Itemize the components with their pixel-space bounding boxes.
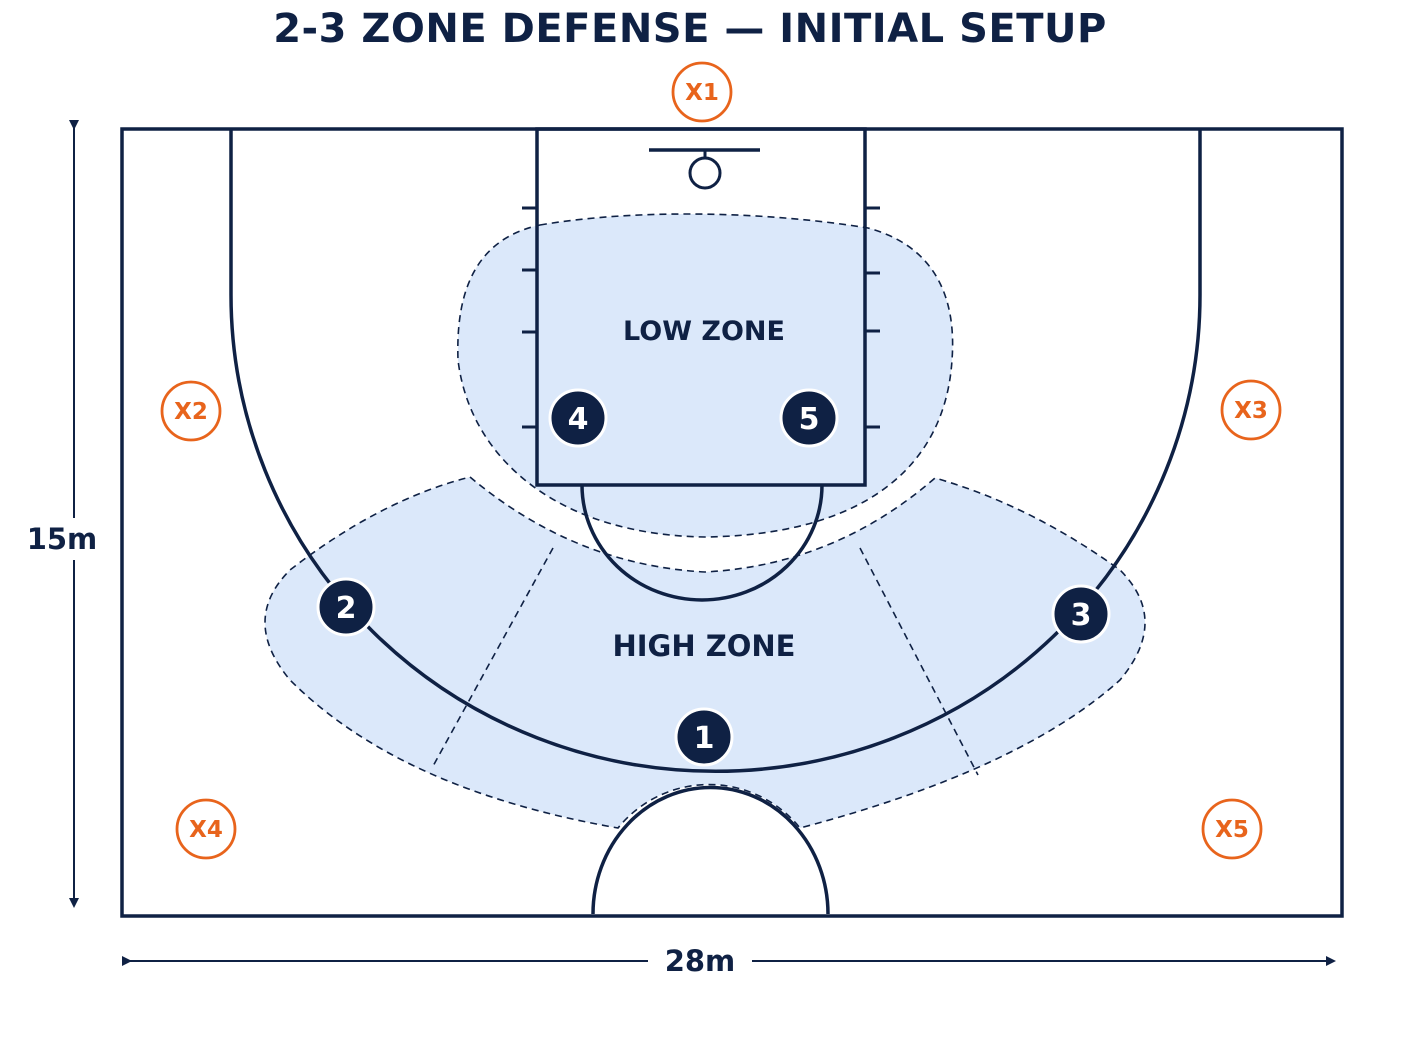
offense-players: X1 X2 X3 X4 X5 bbox=[160, 61, 1282, 860]
defender-3-marker[interactable]: 3 bbox=[1051, 584, 1111, 644]
defender-5-label: 5 bbox=[799, 402, 820, 437]
defender-5-marker[interactable]: 5 bbox=[779, 388, 839, 448]
lane-hash-marks bbox=[522, 206, 880, 429]
key-area bbox=[535, 127, 867, 487]
offense-x4-label: X4 bbox=[189, 817, 223, 843]
offense-x3-label: X3 bbox=[1234, 398, 1268, 424]
free-throw-circle bbox=[580, 484, 824, 602]
high-zone-divider-left bbox=[431, 547, 554, 769]
offense-x5-label: X5 bbox=[1215, 817, 1249, 843]
low-zone-label: LOW ZONE bbox=[623, 316, 785, 347]
defender-3-label: 3 bbox=[1071, 598, 1092, 633]
defender-4-label: 4 bbox=[568, 402, 589, 437]
high-zone-label: HIGH ZONE bbox=[613, 629, 796, 663]
defender-1-marker[interactable]: 1 bbox=[674, 707, 734, 767]
defender-1-label: 1 bbox=[694, 721, 715, 756]
defender-2-label: 2 bbox=[336, 591, 357, 626]
offense-x1-label: X1 bbox=[685, 80, 719, 106]
three-point-line bbox=[229, 129, 1202, 773]
high-zone-shape bbox=[264, 476, 1146, 829]
center-circle bbox=[591, 785, 830, 915]
hoop bbox=[688, 156, 722, 190]
defender-2-marker[interactable]: 2 bbox=[316, 577, 376, 637]
court-width-label: 28m bbox=[648, 944, 752, 978]
offense-x2-marker[interactable]: X2 bbox=[160, 380, 222, 442]
offense-x1-marker[interactable]: X1 bbox=[671, 61, 733, 123]
zone-shading bbox=[264, 213, 1146, 829]
defender-4-marker[interactable]: 4 bbox=[548, 388, 608, 448]
defenders: 1 2 3 4 5 bbox=[316, 388, 1111, 767]
court-lines bbox=[120, 127, 1344, 918]
offense-x3-marker[interactable]: X3 bbox=[1220, 379, 1282, 441]
low-zone-shape bbox=[457, 213, 954, 538]
offense-x4-marker[interactable]: X4 bbox=[175, 798, 237, 860]
offense-x2-label: X2 bbox=[174, 399, 208, 425]
offense-x5-marker[interactable]: X5 bbox=[1201, 798, 1263, 860]
diagram-title: 2-3 ZONE DEFENSE — INITIAL SETUP bbox=[273, 6, 1107, 52]
high-zone-divider-right bbox=[859, 547, 979, 776]
court-height-label: 15m bbox=[20, 518, 104, 560]
